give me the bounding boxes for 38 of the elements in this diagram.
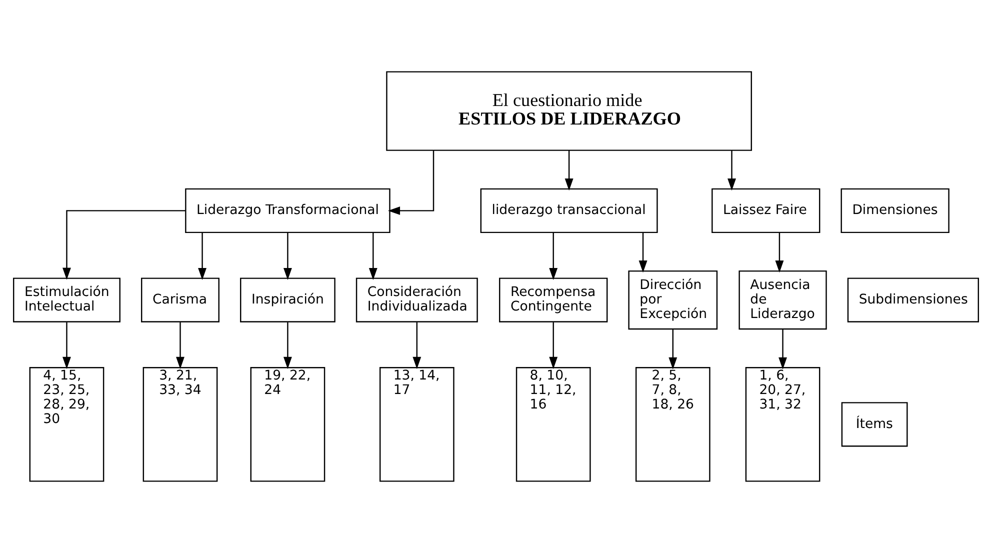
node-box: Subdimensiones	[847, 277, 979, 322]
node-box: 8, 10, 11, 12, 16	[516, 366, 591, 482]
node-box: 1, 6, 20, 27, 31, 32	[745, 366, 820, 482]
node-box: Estimulación Intelectual	[13, 277, 120, 322]
node-box: 19, 22, 24	[250, 366, 326, 482]
arrow	[549, 232, 558, 280]
arrow	[668, 328, 678, 369]
node-box: Laissez Faire	[712, 188, 820, 233]
arrow	[62, 210, 186, 280]
node-box: El cuestionario mide ESTILOS DE LIDERAZGO	[386, 70, 752, 150]
node-box: Dirección por Excepción	[628, 270, 718, 330]
node-box: Carisma	[141, 277, 220, 322]
arrow	[283, 232, 292, 280]
arrow	[388, 150, 434, 214]
node-box: Liderazgo Transformacional	[185, 188, 390, 233]
arrow	[728, 150, 736, 190]
node-box: Consideración Individualizada	[356, 277, 478, 322]
arrow	[412, 322, 422, 368]
arrow	[638, 232, 648, 272]
arrow	[368, 232, 378, 280]
node-box: 3, 21, 33, 34	[142, 366, 218, 482]
node-box: Inspiración	[240, 277, 336, 322]
node-box: 13, 14, 17	[379, 366, 454, 482]
node-box: Recompensa Contingente	[499, 277, 608, 322]
arrow	[176, 322, 184, 368]
node-box: Ítems	[841, 402, 908, 446]
node-box: Ausencia de Liderazgo	[738, 270, 827, 330]
node-box: liderazgo transaccional	[480, 188, 658, 233]
arrow	[198, 232, 206, 280]
arrow	[283, 322, 292, 368]
arrow	[775, 232, 784, 272]
node-box: 2, 5, 7, 8, 18, 26	[635, 366, 710, 482]
node-box: Dimensiones	[840, 188, 950, 233]
arrow	[778, 328, 787, 369]
arrow	[62, 322, 71, 368]
node-box: 4, 15, 23, 25, 28, 29, 30	[29, 366, 104, 482]
arrow	[564, 150, 574, 190]
arrow	[549, 322, 558, 368]
